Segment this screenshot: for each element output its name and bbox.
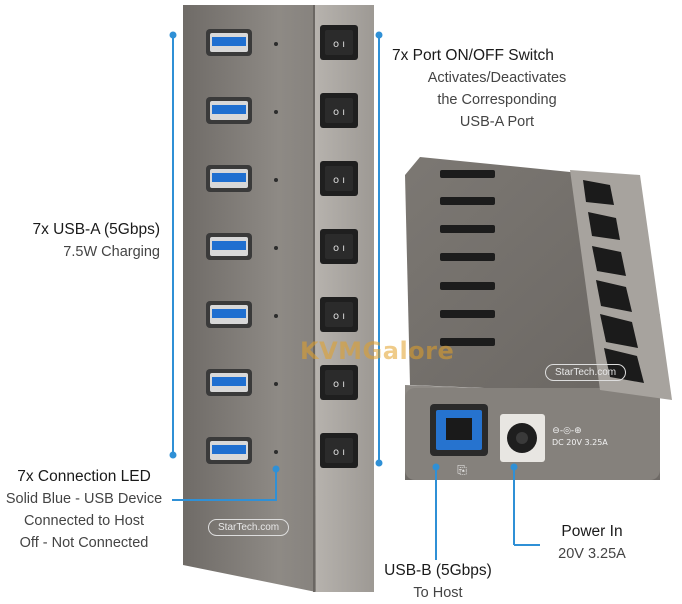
led-3 xyxy=(274,178,278,182)
callout-power-title: Power In xyxy=(561,523,623,540)
callout-power: Power In 20V 3.25A xyxy=(542,521,642,565)
callout-usba: 7x USB-A (5Gbps) 7.5W Charging xyxy=(0,219,161,263)
callout-usbb-title: USB-B (5Gbps) xyxy=(384,562,492,579)
callout-power-sub: 20V 3.25A xyxy=(558,546,626,562)
svg-text:o ı: o ı xyxy=(333,39,345,50)
callout-led-line-3: Off - Not Connected xyxy=(19,535,149,551)
callout-usbb: USB-B (5Gbps) To Host xyxy=(382,560,494,604)
usb-a-port-2 xyxy=(206,97,252,124)
led-1 xyxy=(274,42,278,46)
callout-usbb-sub: To Host xyxy=(413,585,463,601)
callout-switch: 7x Port ON/OFF Switch Activates/Deactiva… xyxy=(392,45,642,133)
usb-a-port-3 xyxy=(206,165,252,192)
usb-a-port-6 xyxy=(206,369,252,396)
svg-text:o ı: o ı xyxy=(333,379,345,390)
svg-text:o ı: o ı xyxy=(333,107,345,118)
callout-switch-line-3: USB-A Port xyxy=(459,114,535,130)
switch-3: o ı xyxy=(320,161,358,196)
led-2 xyxy=(274,110,278,114)
led-6 xyxy=(274,382,278,386)
usb-symbol-icon: ⎘ xyxy=(457,463,467,477)
switch-7: o ı xyxy=(320,433,358,468)
svg-text:o ı: o ı xyxy=(333,243,345,254)
led-5 xyxy=(274,314,278,318)
callout-led-line-2: Connected to Host xyxy=(23,513,145,529)
hub-rear-image: ⎘ ⊖-◎-⊕ xyxy=(405,157,672,480)
power-port-label: DC 20V 3.25A xyxy=(552,438,608,447)
usb-a-ports xyxy=(206,29,252,464)
brand-badge-rear: StarTech.com xyxy=(545,364,627,381)
callout-led: 7x Connection LED Solid Blue - USB Devic… xyxy=(0,466,168,554)
usb-a-port-7 xyxy=(206,437,252,464)
svg-text:o ı: o ı xyxy=(333,175,345,186)
switch-2: o ı xyxy=(320,93,358,128)
usb-a-port-4 xyxy=(206,233,252,260)
svg-text:o ı: o ı xyxy=(333,311,345,322)
callout-led-line-1: Solid Blue - USB Device xyxy=(5,491,163,507)
switch-5: o ı xyxy=(320,297,358,332)
switch-6: o ı xyxy=(320,365,358,400)
connection-leds xyxy=(274,42,278,454)
power-switches: o ı o ı o ı o ı o ı o ı o ı xyxy=(320,25,358,468)
callout-usba-sub: 7.5W Charging xyxy=(63,244,160,260)
watermark: KVMGalore xyxy=(300,337,455,365)
svg-text:o ı: o ı xyxy=(333,447,345,458)
switch-1: o ı xyxy=(320,25,358,60)
callout-led-title: 7x Connection LED xyxy=(17,468,151,485)
callout-switch-line-2: the Corresponding xyxy=(437,92,557,108)
usb-a-port-5 xyxy=(206,301,252,328)
switch-4: o ı xyxy=(320,229,358,264)
callout-switch-title: 7x Port ON/OFF Switch xyxy=(392,47,554,64)
callout-usba-title: 7x USB-A (5Gbps) xyxy=(32,221,161,238)
dc-polarity-icon: ⊖-◎-⊕ xyxy=(552,426,581,436)
led-4 xyxy=(274,246,278,250)
usb-a-port-1 xyxy=(206,29,252,56)
led-7 xyxy=(274,450,278,454)
callout-switch-line-1: Activates/Deactivates xyxy=(427,70,567,86)
brand-badge-front: StarTech.com xyxy=(208,519,290,536)
